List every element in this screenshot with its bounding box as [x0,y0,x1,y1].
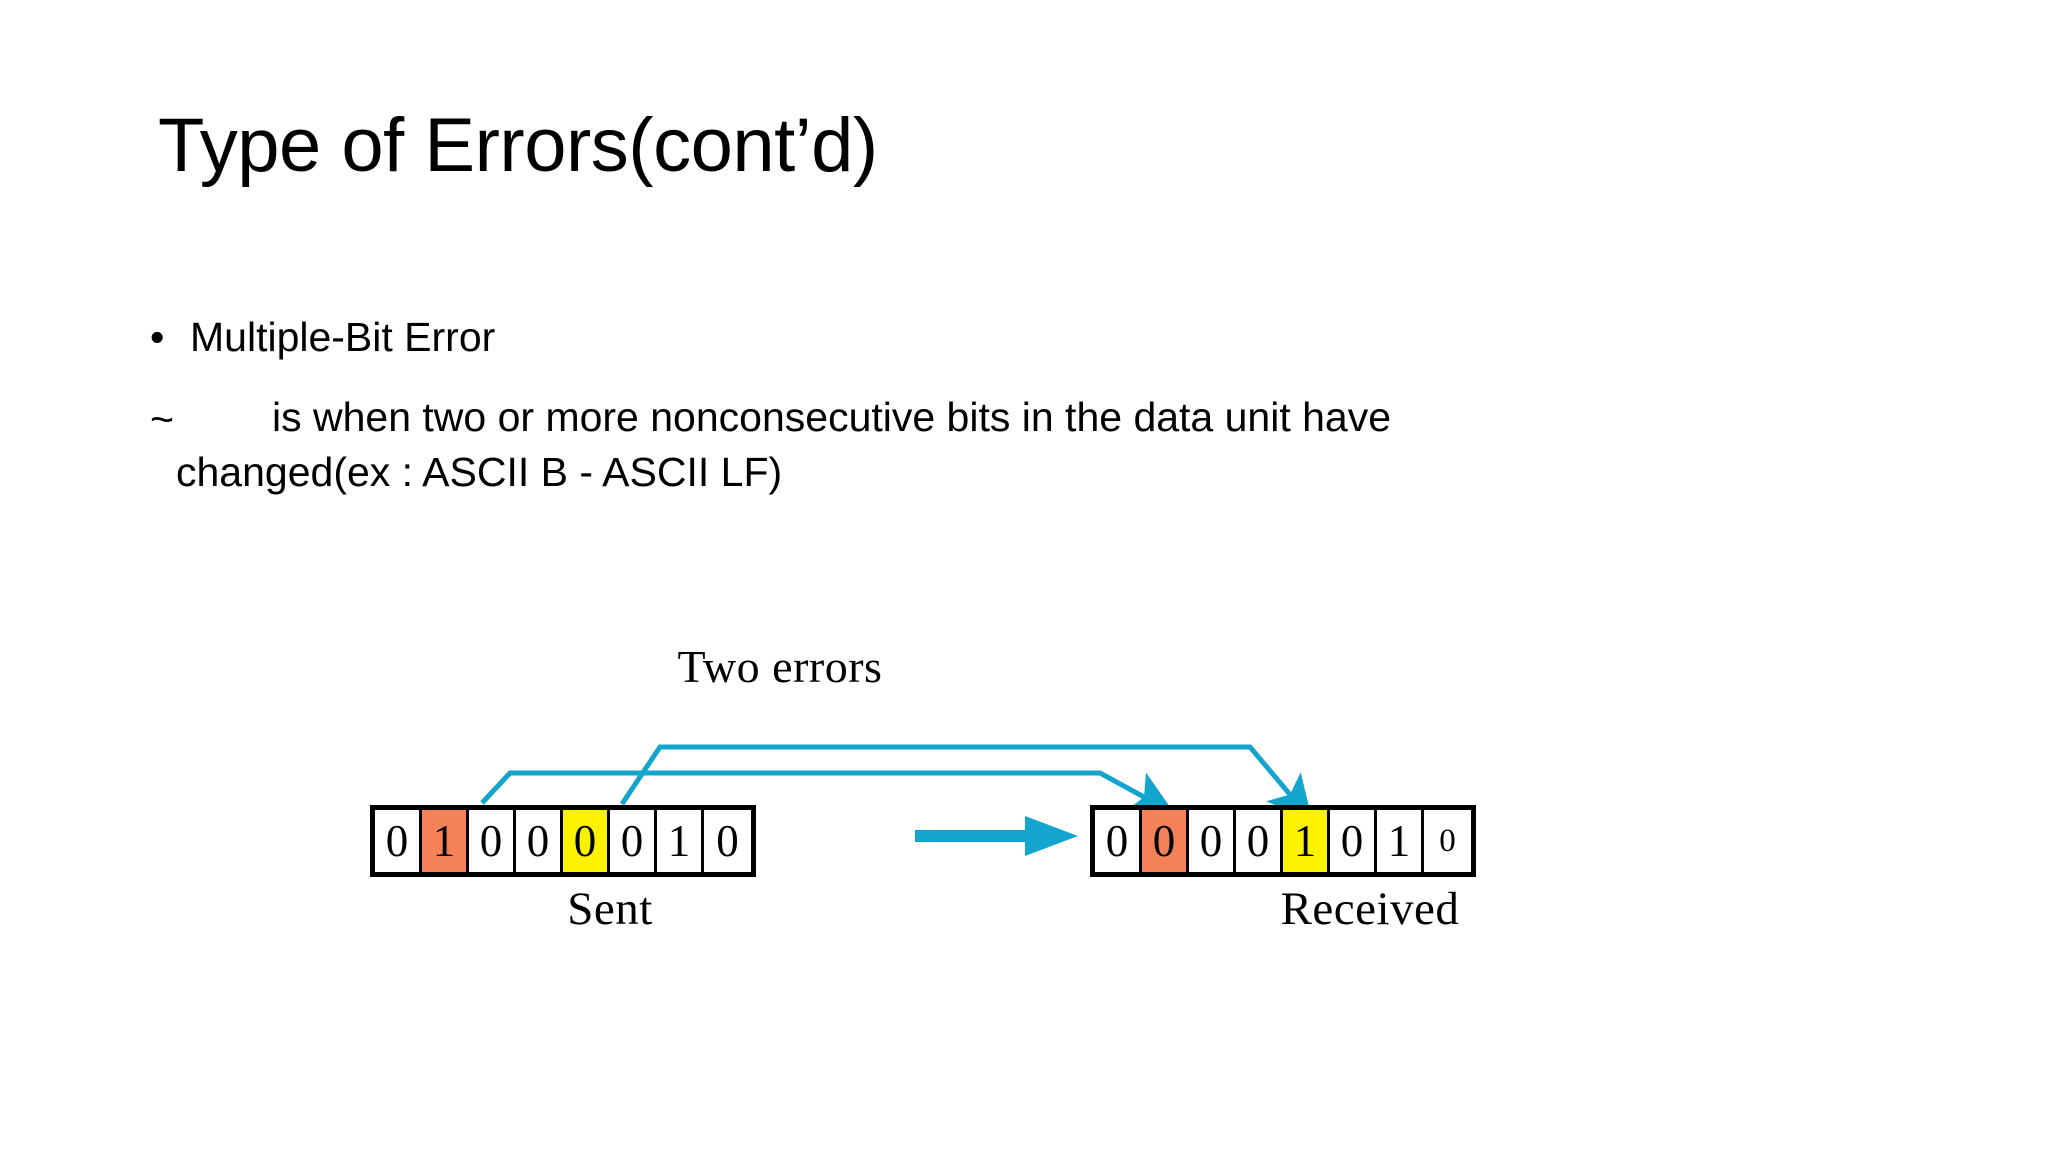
diagram-caption: Two errors [677,641,883,692]
bit-cell: 0 [516,810,563,872]
bit-cell: 0 [469,810,516,872]
bit-cell: 0 [1142,810,1189,872]
bit-cell: 1 [657,810,704,872]
bit-cell: 0 [704,810,751,872]
connector-salmon-bit-arrow [480,770,1175,814]
bullet-label: Multiple-Bit Error [190,314,496,360]
bit-cell: 0 [1424,810,1471,872]
sent-row-label: Sent [567,883,653,935]
page-title: Type of Errors(cont’d) [158,103,878,188]
body-content: • Multiple-Bit Error ~ is when two or mo… [150,310,1910,501]
bit-cell: 0 [1189,810,1236,872]
bit-cell: 0 [1236,810,1283,872]
bit-cell: 0 [610,810,657,872]
bit-cell: 1 [1377,810,1424,872]
definition-text: is when two or more nonconsecutive bits … [150,390,1910,501]
bullet-marker-icon: • [150,314,165,360]
tilde-glyph: ~ [150,396,174,443]
definition-line-2: changed(ex : ASCII B - ASCII LF) [176,449,783,496]
bit-cell: 0 [1095,810,1142,872]
received-row-label: Received [1280,883,1460,935]
bit-cell: 0 [1330,810,1377,872]
bit-cell: 0 [375,810,422,872]
bit-cell: 1 [1283,810,1330,872]
definition-paragraph: ~ is when two or more nonconsecutive bit… [150,390,1910,501]
error-connector-arrows [480,744,1313,856]
bullet-item-multiple-bit-error: • Multiple-Bit Error [150,310,1910,364]
definition-line-1: is when two or more nonconsecutive bits … [272,394,1392,441]
bit-cell: 0 [563,810,610,872]
transmission-arrow-icon [915,816,1078,856]
bit-cell: 1 [422,810,469,872]
